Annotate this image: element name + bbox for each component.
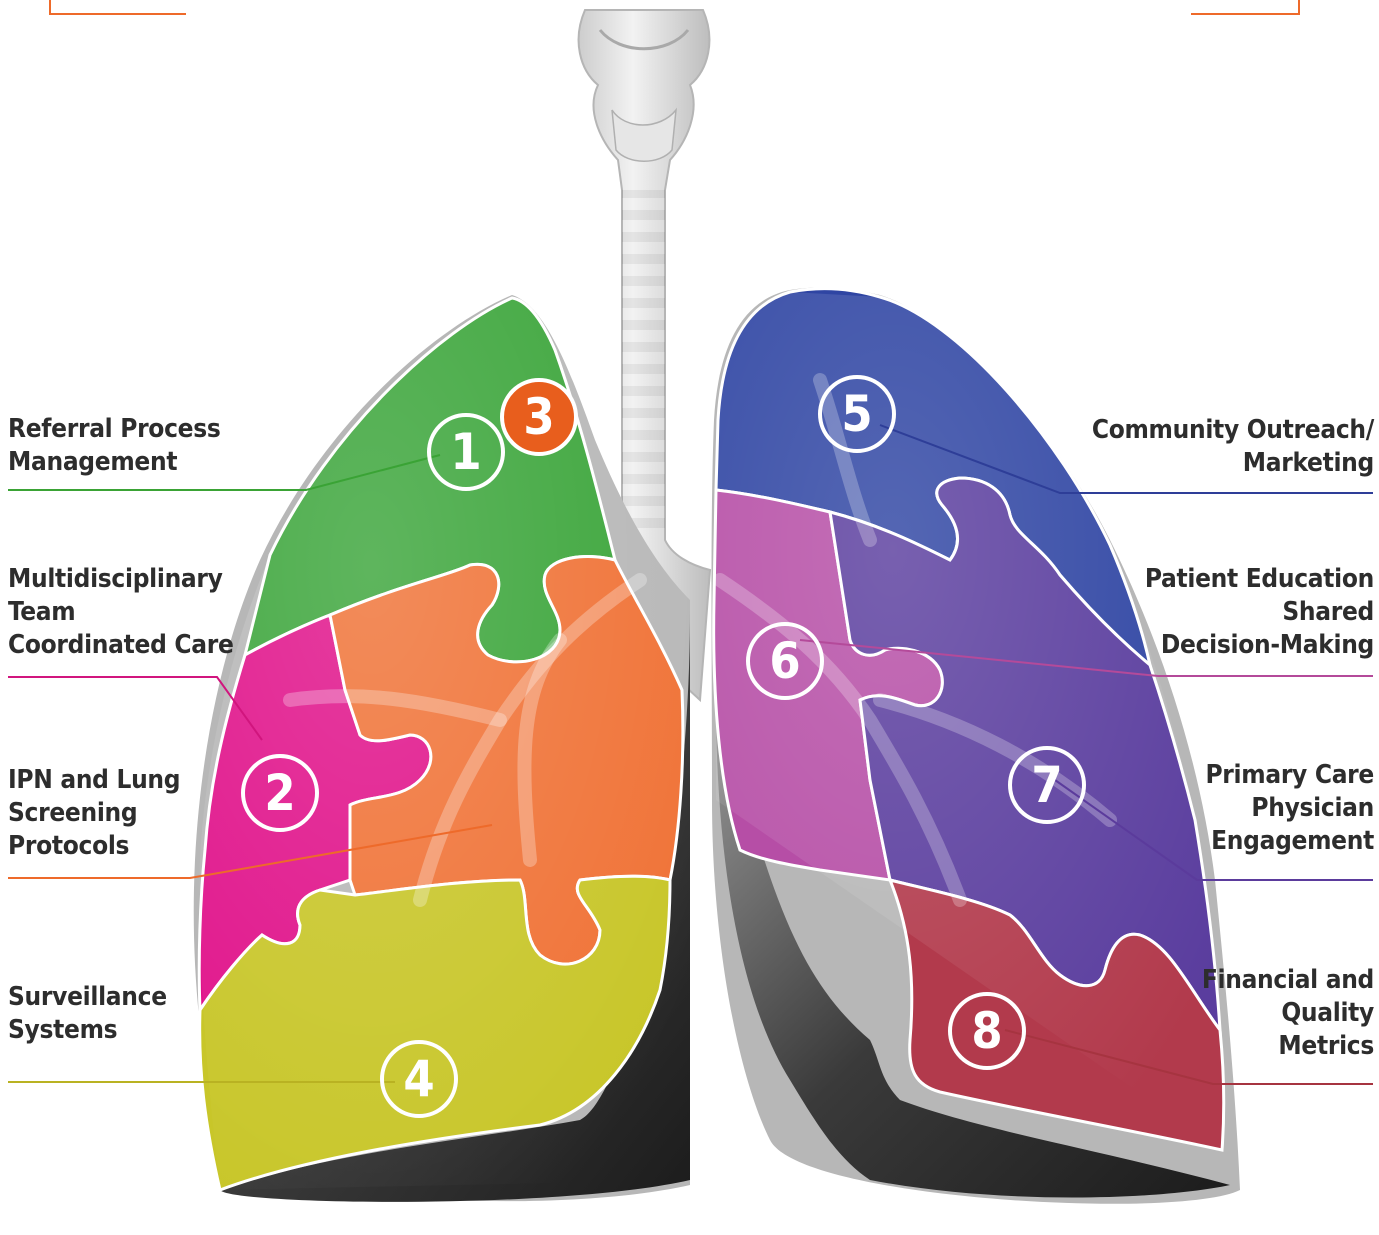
label-line: Management	[8, 446, 220, 479]
number-4: 4	[403, 1050, 434, 1108]
number-3: 3	[523, 388, 554, 446]
label-line: Protocols	[8, 830, 180, 863]
label-surveillance-systems: Surveillance Systems	[8, 981, 167, 1047]
label-primary-care: Primary Care Physician Engagement	[1205, 759, 1374, 858]
label-line: IPN and Lung	[8, 764, 180, 797]
label-financial-quality-metrics: Financial and Quality Metrics	[1202, 964, 1374, 1063]
label-line: Engagement	[1205, 825, 1374, 858]
label-multidisciplinary-team: Multidisciplinary Team Coordinated Care	[8, 563, 234, 662]
label-line: Screening	[8, 797, 180, 830]
number-7: 7	[1031, 756, 1062, 814]
label-line: Community Outreach/	[1092, 414, 1374, 447]
label-line: Marketing	[1092, 447, 1374, 480]
label-line: Quality	[1202, 997, 1374, 1030]
label-line: Financial and	[1202, 964, 1374, 997]
label-line: Decision-Making	[1145, 629, 1374, 662]
number-2: 2	[264, 764, 295, 822]
corner-box-left	[50, 0, 186, 14]
corner-box-right	[1191, 0, 1299, 14]
label-line: Surveillance	[8, 981, 167, 1014]
label-line: Primary Care	[1205, 759, 1374, 792]
label-referral-process-management: Referral Process Management	[8, 413, 220, 479]
label-ipn-lung-screening: IPN and Lung Screening Protocols	[8, 764, 180, 863]
label-line: Multidisciplinary	[8, 563, 234, 596]
number-8: 8	[971, 1002, 1002, 1060]
number-badge-3: 3	[502, 380, 576, 454]
left-lung	[194, 295, 690, 1202]
label-line: Referral Process	[8, 413, 220, 446]
label-line: Coordinated Care	[8, 629, 234, 662]
number-1: 1	[450, 423, 481, 481]
label-line: Patient Education	[1145, 563, 1374, 596]
label-line: Shared	[1145, 596, 1374, 629]
label-community-outreach: Community Outreach/ Marketing	[1092, 414, 1374, 480]
label-line: Physician	[1205, 792, 1374, 825]
label-line: Team	[8, 596, 234, 629]
number-6: 6	[769, 632, 800, 690]
label-line: Metrics	[1202, 1030, 1374, 1063]
label-line: Systems	[8, 1014, 167, 1047]
label-patient-education: Patient Education Shared Decision-Making	[1145, 563, 1374, 662]
number-5: 5	[841, 385, 872, 443]
